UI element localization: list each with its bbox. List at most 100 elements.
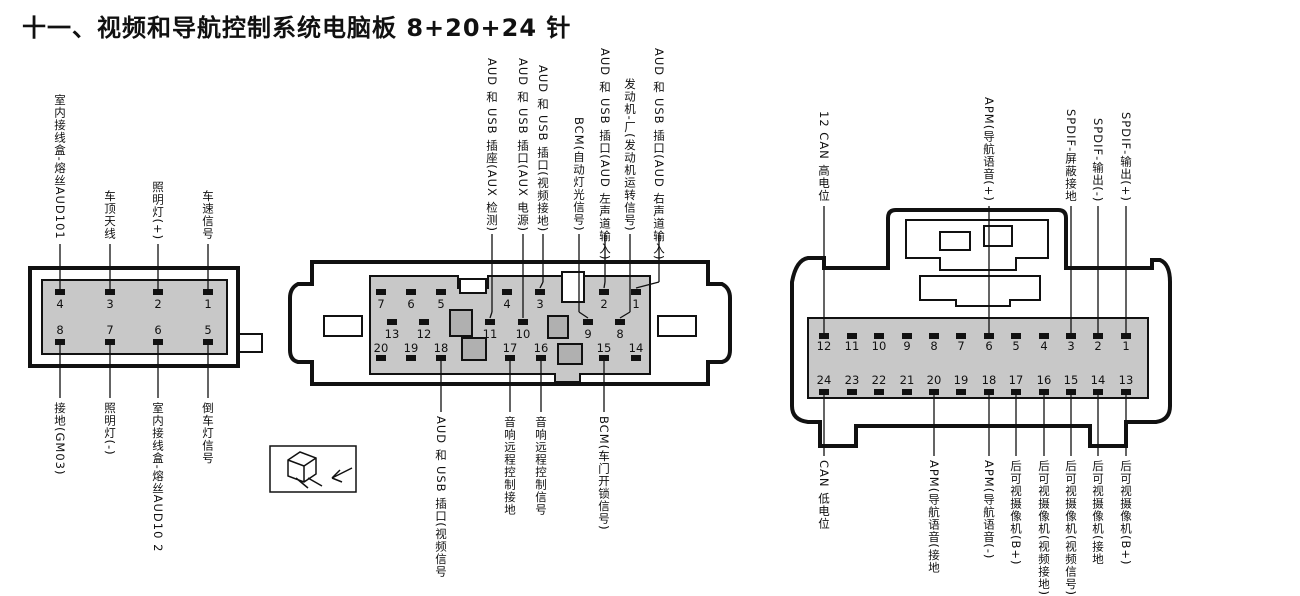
c8-label-top-0: 室内接线盒-熔丝AUD101 — [53, 94, 67, 240]
c8-pin-3-contact — [105, 289, 115, 295]
c8-pin-6-contact — [153, 339, 163, 345]
c24-pin-9-contact — [902, 333, 912, 339]
c24-label-bottom-0: CAN 低电位 — [817, 460, 831, 530]
c24-label-top-4: SPDIF-输出(+) — [1119, 112, 1133, 202]
c24-pin-22-contact — [874, 389, 884, 395]
c24-label-top-1: APM(导航语音(+) — [982, 97, 996, 202]
c20-label-top-5: 发动机-厂(发动机运转信号) — [623, 78, 637, 232]
c20-pin-5-number: 5 — [437, 297, 444, 311]
connector-24-key — [905, 219, 1049, 271]
c8-pin-5-contact — [203, 339, 213, 345]
c24-pin-15-number: 15 — [1064, 373, 1079, 387]
c20-label-top-3: BCM(自动灯光信号) — [572, 117, 586, 232]
c24-pin-19-number: 19 — [954, 373, 969, 387]
c24-label-top-3: SPDIF-输出(-) — [1091, 118, 1105, 203]
c24-pin-12-contact — [819, 333, 829, 339]
connector-20-latch-right — [657, 315, 697, 337]
c24-pin-2-number: 2 — [1094, 339, 1101, 353]
c24-label-bottom-6: 后可视摄像机(接地 — [1091, 460, 1105, 566]
c20-pin-10-number: 10 — [516, 327, 531, 341]
c20-pin-16-number: 16 — [534, 341, 549, 355]
c8-label-top-3: 车速信号 — [201, 190, 215, 240]
connector-outlines — [28, 208, 1172, 493]
connector-20-block-2 — [461, 337, 487, 361]
c20-pin-17-contact — [505, 355, 515, 361]
c20-label-top-0: AUD 和 USB 插座(AUX 检测) — [485, 58, 499, 233]
c20-label-top-2: AUD 和 USB 插口(视频接地) — [536, 65, 550, 233]
plug-icon — [287, 451, 353, 489]
c20-leader-top-bend-0 — [489, 311, 493, 319]
c24-pin-3-contact — [1066, 333, 1076, 339]
c20-pin-7-contact — [376, 289, 386, 295]
c24-pin-2-contact — [1093, 333, 1103, 339]
c20-pin-18-number: 18 — [434, 341, 449, 355]
c24-pin-10-contact — [874, 333, 884, 339]
connector-20-key-mid — [561, 271, 585, 303]
c24-pin-9-number: 9 — [903, 339, 910, 353]
page-title: 十一、视频和导航控制系统电脑板 8+20+24 针 — [22, 14, 572, 42]
c20-pin-7-number: 7 — [377, 297, 384, 311]
connector-20-latch-left — [323, 315, 363, 337]
c8-label-bottom-3: 倒车灯信号 — [201, 402, 215, 465]
c8-label-bottom-0: 接地(GM03) — [53, 402, 67, 476]
c24-pin-21-number: 21 — [900, 373, 915, 387]
c20-pin-3-contact — [535, 289, 545, 295]
c20-pin-8-contact — [615, 319, 625, 325]
c8-pin-3-number: 3 — [106, 297, 113, 311]
c8-pin-1-number: 1 — [204, 297, 211, 311]
c20-pin-13-number: 13 — [385, 327, 400, 341]
c20-label-bottom-1: 音响远程控制接地 — [503, 416, 517, 516]
c8-pin-2-number: 2 — [154, 297, 161, 311]
c20-pin-1-contact — [631, 289, 641, 295]
c24-pin-1-number: 1 — [1122, 339, 1129, 353]
c24-pin-16-number: 16 — [1037, 373, 1052, 387]
c24-label-bottom-3: 后可视摄像机(B+) — [1009, 460, 1023, 566]
c20-pin-15-number: 15 — [597, 341, 612, 355]
c20-pin-12-number: 12 — [417, 327, 432, 341]
c8-pin-8-contact — [55, 339, 65, 345]
c20-label-bottom-0: AUD 和 USB 插口(视频信号 — [434, 416, 448, 578]
c24-pin-6-number: 6 — [985, 339, 992, 353]
c24-pin-6-contact — [984, 333, 994, 339]
connector-20-block-1 — [449, 309, 473, 337]
c20-pin-11-number: 11 — [483, 327, 498, 341]
c20-leader-top-bend-3 — [578, 311, 589, 319]
c20-label-top-6: AUD 和 USB 插口(AUD 右声道输入) — [652, 48, 666, 261]
c8-label-bottom-1: 照明灯(-) — [103, 402, 117, 456]
c24-pin-1-contact — [1121, 333, 1131, 339]
c24-label-bottom-2: APM(导航语音(-) — [982, 460, 996, 560]
c24-pin-10-number: 10 — [872, 339, 887, 353]
c20-pin-11-contact — [485, 319, 495, 325]
c8-label-top-2: 照明灯(+) — [151, 181, 165, 241]
connector-20-body — [288, 260, 732, 386]
c20-pin-3-number: 3 — [536, 297, 543, 311]
c20-pin-2-number: 2 — [600, 297, 607, 311]
c24-pin-3-number: 3 — [1067, 339, 1074, 353]
c24-pin-18-number: 18 — [982, 373, 997, 387]
connector-8-body — [28, 266, 240, 368]
c24-pin-11-contact — [847, 333, 857, 339]
c24-pin-4-contact — [1039, 333, 1049, 339]
c24-label-bottom-1: APM(导航语音(接地 — [927, 460, 941, 574]
c8-pin-2-contact — [153, 289, 163, 295]
c20-pin-14-contact — [631, 355, 641, 361]
c20-leader-top-bend-5 — [619, 311, 631, 319]
c20-label-top-4: AUD 和 USB 插口(AUD 左声道输入) — [598, 48, 612, 261]
c24-label-top-0: 12 CAN 高电位 — [817, 111, 831, 202]
c24-pin-13-contact — [1121, 389, 1131, 395]
c24-pin-23-number: 23 — [845, 373, 860, 387]
c20-pin-6-contact — [406, 289, 416, 295]
c8-pin-5-number: 5 — [204, 323, 211, 337]
c8-pin-6-number: 6 — [154, 323, 161, 337]
c8-pin-4-contact — [55, 289, 65, 295]
c24-pin-23-contact — [847, 389, 857, 395]
connector-8-tab — [238, 333, 263, 353]
c8-pin-7-number: 7 — [106, 323, 113, 337]
c20-pin-18-contact — [436, 355, 446, 361]
c24-pin-11-number: 11 — [845, 339, 860, 353]
c8-pin-4-number: 4 — [56, 297, 63, 311]
c8-label-top-1: 车顶天线 — [103, 190, 117, 240]
c24-pin-14-number: 14 — [1091, 373, 1106, 387]
